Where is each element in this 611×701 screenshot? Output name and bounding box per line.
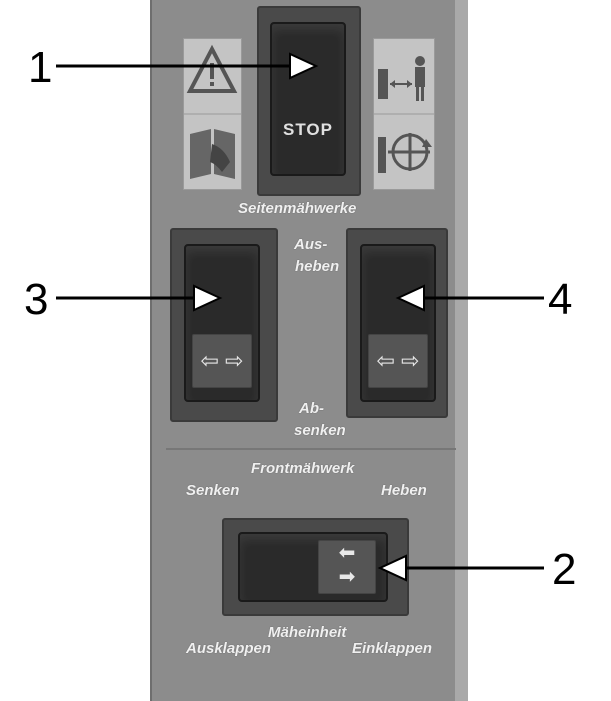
person-distance-icon [378,56,425,101]
pointer-4 [395,284,544,312]
left-side-mower-switch[interactable]: ⇦ ⇨ [184,244,260,402]
pointer-2 [377,554,544,582]
panel-rim [455,0,468,701]
label-maeheinheit: Mäheinheit [268,624,347,641]
left-pictogram-plate [183,38,242,190]
pointer-3 [56,284,223,312]
warning-triangle-icon [186,44,238,93]
arrow-right-icon: ➡ [338,566,356,588]
rotation-hazard-icon [378,133,432,173]
stop-switch[interactable]: STOP [270,22,346,176]
label-aus: Aus- [294,236,328,253]
label-ab: Ab- [299,400,324,417]
stop-label: STOP [283,120,333,139]
label-frontmaehwerk: Frontmähwerk [251,460,355,477]
arrow-left-icon: ⬅ [338,542,356,564]
label-einklappen: Einklappen [352,640,433,657]
left-switch-arrows: ⇦ ⇨ [192,334,252,388]
right-switch-arrows: ⇦ ⇨ [368,334,428,388]
label-seitenmaehwerke: Seitenmähwerke [238,200,357,217]
section-divider [166,448,456,450]
label-heben: Heben [381,482,427,499]
right-side-mower-switch[interactable]: ⇦ ⇨ [360,244,436,402]
callout-1: 1 [28,43,53,92]
folding-switch[interactable]: ⬅ ➡ [238,532,388,602]
manual-book-icon [190,129,235,179]
callout-3: 3 [24,275,49,324]
callout-4: 4 [548,275,573,324]
callout-2: 2 [552,545,577,594]
pointer-1 [56,52,319,80]
label-senken-bottom: senken [294,422,346,439]
label-ausklappen: Ausklappen [186,640,272,657]
label-heben-top: heben [295,258,340,275]
label-senken: Senken [186,482,240,499]
folding-switch-arrows: ⬅ ➡ [318,540,376,594]
right-pictogram-plate [373,38,435,190]
